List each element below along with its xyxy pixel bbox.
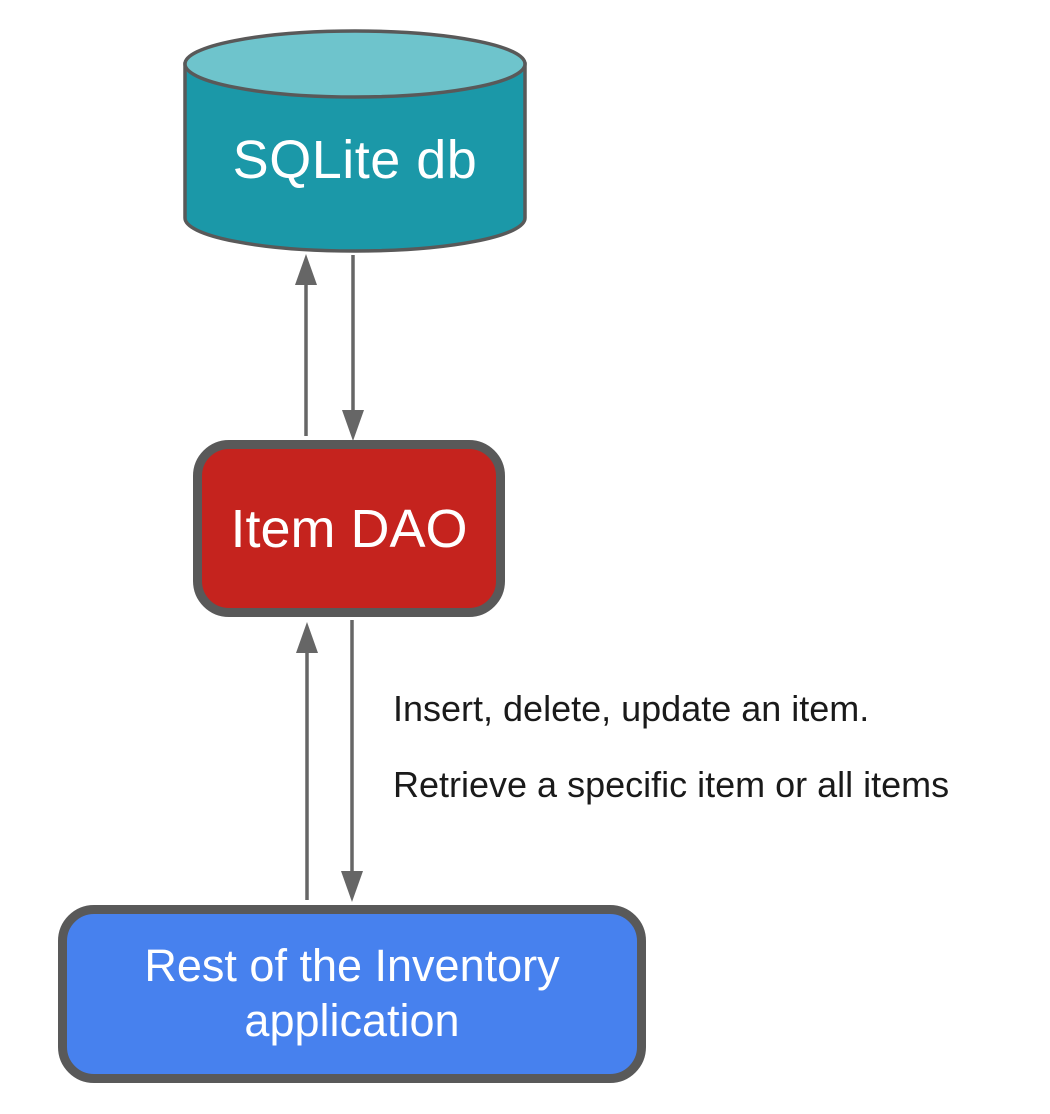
database-node: SQLite db [182,28,528,254]
arrow-dao-to-db [295,254,317,436]
arrow-app-to-dao [296,622,318,900]
arrow-dao-to-app [341,620,363,902]
annotation-line-1: Insert, delete, update an item. [393,688,870,729]
app-node: Rest of the Inventory application [58,905,646,1083]
annotation-line-2: Retrieve a specific item or all items [393,764,950,805]
app-label: Rest of the Inventory application [144,940,560,1046]
arrow-db-to-dao [342,255,364,441]
database-label: SQLite db [232,130,478,190]
database-cylinder-shape [183,29,527,253]
dao-node: Item DAO [193,440,505,617]
dao-label: Item DAO [230,498,468,559]
